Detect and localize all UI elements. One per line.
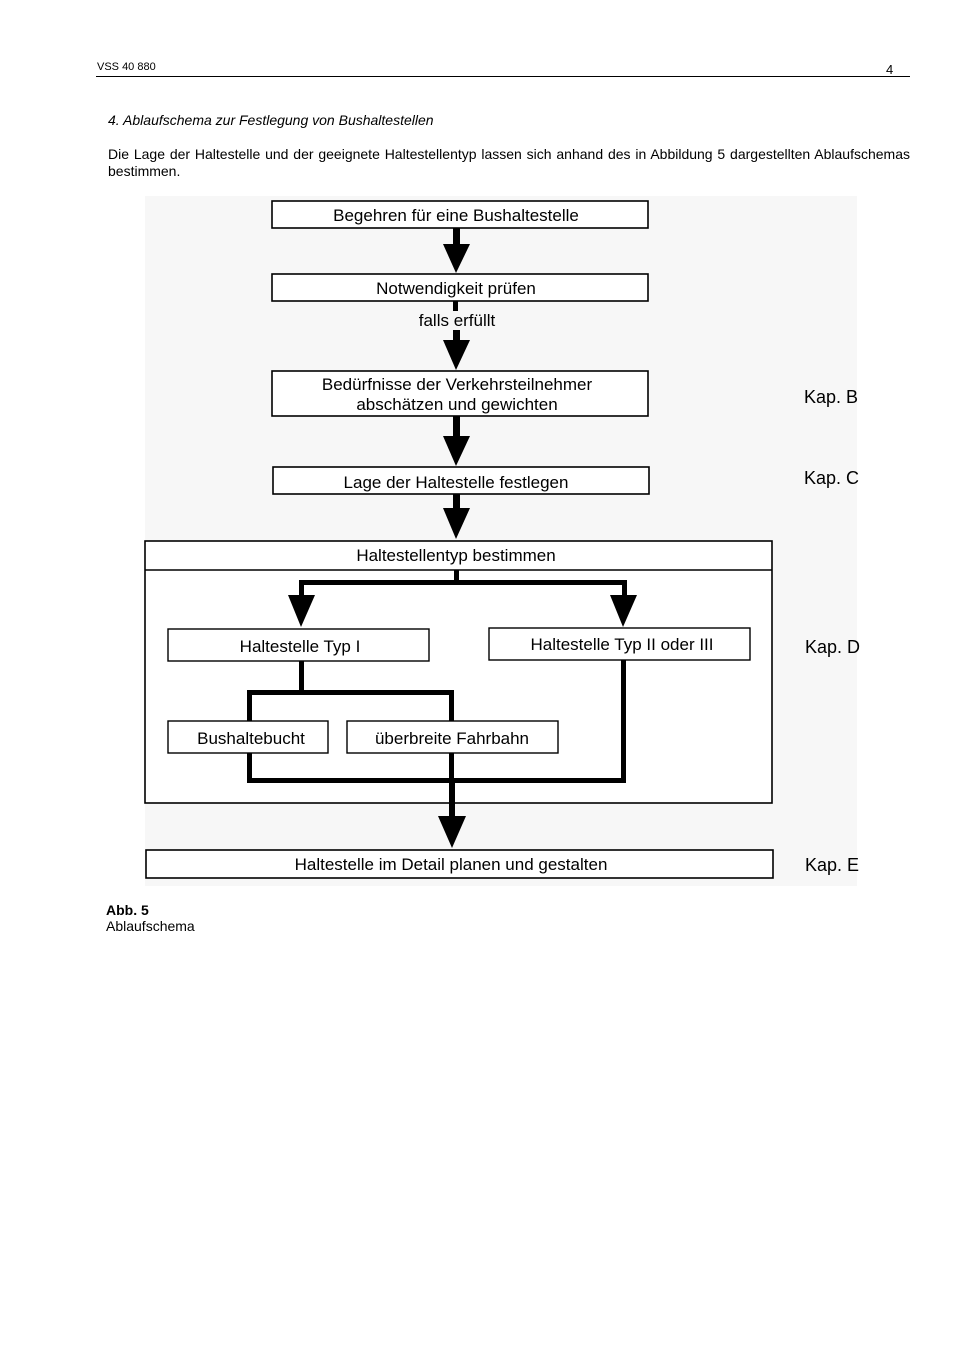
- branch-bar: [299, 580, 627, 585]
- figure-label: Abb. 5: [106, 902, 149, 918]
- arrow-head-type-2: [610, 595, 637, 627]
- merge-mid-rise: [449, 753, 454, 783]
- box-type-1: [167, 628, 430, 662]
- arrow-shaft-4: [453, 494, 460, 508]
- branch-right-drop: [622, 580, 627, 596]
- text-type-1: Haltestelle Typ I: [240, 637, 361, 656]
- text-type: Haltestellentyp bestimmen: [356, 546, 555, 565]
- arrow-shaft-2a: [453, 301, 458, 311]
- arrow-shaft-2b: [453, 330, 460, 340]
- box-wide-road: [346, 720, 559, 754]
- merge-right-rise: [621, 660, 626, 783]
- box-needs: [271, 370, 649, 417]
- text-needs-line1: Bedürfnisse der Verkehrsteilnehmer: [322, 375, 593, 394]
- subbranch-bar: [247, 690, 454, 695]
- arrow-head-3: [443, 436, 470, 466]
- section-title: 4. Ablaufschema zur Festlegung von Busha…: [108, 112, 434, 128]
- text-check: Notwendigkeit prüfen: [376, 279, 536, 298]
- arrow-head-4: [443, 508, 470, 539]
- box-location: [272, 466, 650, 495]
- arrow-head-type-1: [288, 595, 315, 627]
- box-check: [271, 273, 649, 302]
- branch-left-drop: [299, 580, 304, 596]
- text-wide-road: überbreite Fahrbahn: [375, 729, 529, 748]
- arrow-shaft-1: [453, 228, 460, 244]
- document-id: VSS 40 880: [97, 61, 156, 73]
- label-chapter-b: Kap. B: [804, 387, 858, 407]
- text-bus-bay: Bushaltebucht: [197, 729, 305, 748]
- box-request: [271, 200, 649, 229]
- label-chapter-c: Kap. C: [804, 468, 859, 488]
- header-rule: [96, 76, 910, 77]
- subbranch-left-drop: [247, 690, 252, 722]
- figure-caption: Ablaufschema: [106, 918, 195, 934]
- text-location: Lage der Haltestelle festlegen: [344, 473, 569, 492]
- merge-left-rise: [247, 753, 252, 783]
- arrow-shaft-final: [449, 783, 455, 817]
- label-chapter-d: Kap. D: [805, 637, 860, 657]
- arrow-head-1: [443, 244, 470, 273]
- box-detail: [145, 849, 774, 879]
- merge-bar: [247, 778, 626, 783]
- text-detail: Haltestelle im Detail planen und gestalt…: [295, 855, 608, 874]
- subbranch-stem: [299, 661, 304, 693]
- label-chapter-e: Kap. E: [805, 855, 859, 875]
- box-type-2-3: [488, 627, 751, 661]
- arrow-head-2: [443, 340, 470, 370]
- text-condition: falls erfüllt: [419, 311, 496, 330]
- arrow-shaft-3: [453, 416, 460, 436]
- text-needs-line2: abschätzen und gewichten: [356, 395, 557, 414]
- text-request: Begehren für eine Bushaltestelle: [333, 206, 579, 225]
- branch-stem: [454, 570, 459, 584]
- text-type-2-3: Haltestelle Typ II oder III: [531, 635, 714, 654]
- arrow-head-final: [438, 816, 466, 848]
- page-number: 4: [886, 62, 894, 77]
- subbranch-right-drop: [449, 690, 454, 722]
- intro-paragraph: Die Lage der Haltestelle und der geeigne…: [108, 146, 910, 179]
